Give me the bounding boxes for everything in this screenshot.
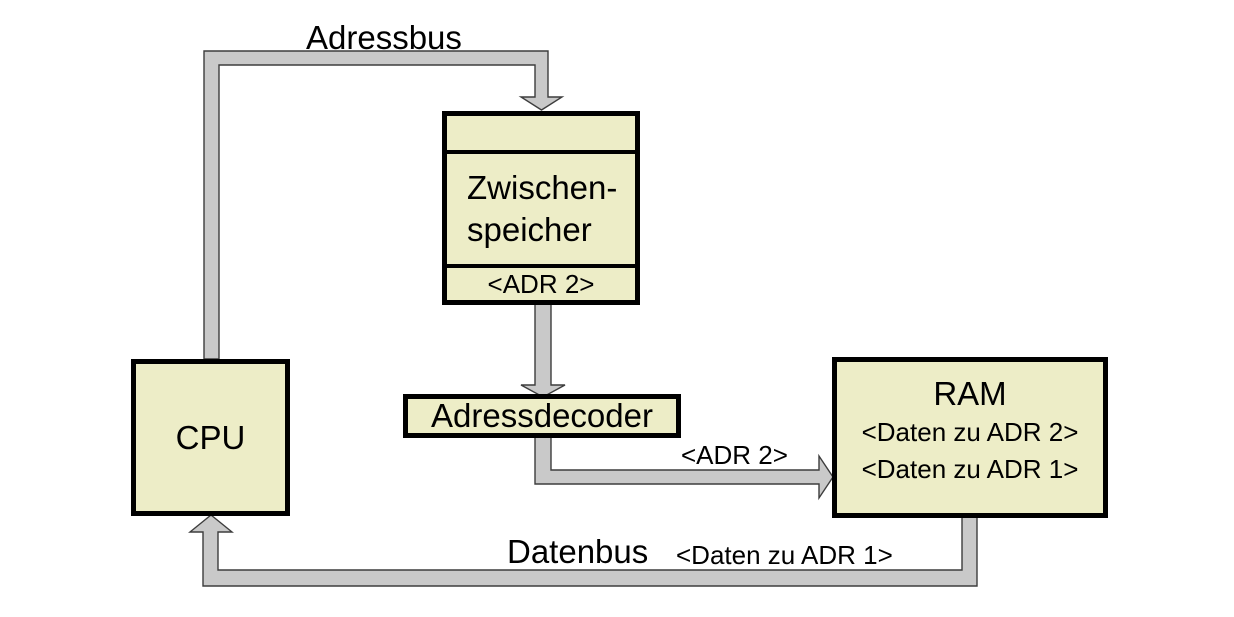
datenbus-label: Datenbus (507, 533, 649, 570)
ram-box: RAM <Daten zu ADR 2> <Daten zu ADR 1> (832, 357, 1108, 518)
decoder-label: Adressdecoder (431, 397, 653, 434)
adr2-bus-label: <ADR 2> (681, 440, 788, 470)
decoder-box: Adressdecoder (403, 394, 681, 438)
datenbus-line (188, 514, 978, 587)
buffer-label-line2: speicher (467, 211, 592, 248)
adressbus-label: Adressbus (306, 19, 462, 56)
buffer-box: Zwischen- speicher <ADR 2> (442, 111, 640, 305)
buffer-empty-row (447, 116, 635, 154)
buffer-to-decoder-arrow (520, 299, 566, 398)
buffer-register-row: <ADR 2> (447, 268, 635, 300)
ram-data-row: <Daten zu ADR 2> (861, 417, 1079, 447)
cpu-label: CPU (175, 418, 246, 456)
buffer-label-line1: Zwischen- (467, 169, 618, 206)
ram-data-row: <Daten zu ADR 1> (861, 454, 1079, 484)
buffer-register-value: <ADR 2> (487, 268, 595, 299)
decoder-to-ram-arrow (534, 436, 834, 501)
ram-title: RAM (933, 375, 1007, 412)
buffer-label-row: Zwischen- speicher (447, 154, 635, 268)
adressbus-line (203, 50, 565, 360)
daten-adr1-bus-label: <Daten zu ADR 1> (676, 540, 893, 570)
cpu-box: CPU (131, 359, 290, 516)
